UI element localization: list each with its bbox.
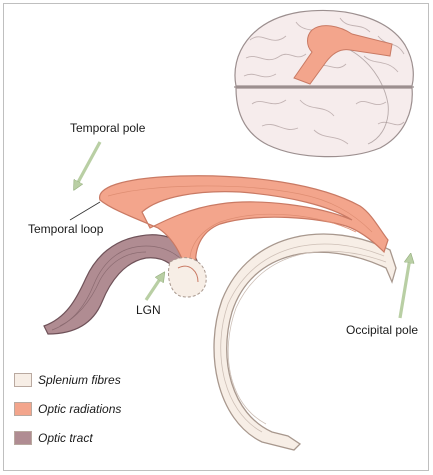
temporal-loop-label: Temporal loop <box>28 222 104 236</box>
brain-occipital-outline <box>349 49 389 145</box>
brain-right-hemisphere <box>235 87 413 158</box>
temporal-loop-leader <box>69 201 101 221</box>
brain-radiation-inset <box>293 25 393 85</box>
temporal-pole-label: Temporal pole <box>70 121 146 135</box>
occipital-pole-arrow <box>398 258 410 319</box>
lgn <box>167 257 207 298</box>
splenium-fibres <box>213 233 397 451</box>
legend-swatch-optic-tract <box>14 431 32 445</box>
occipital-pole-label: Occipital pole <box>346 323 419 337</box>
legend-label-optic-radiations: Optic radiations <box>38 402 122 416</box>
optic-tract-fibre-lines <box>51 245 191 331</box>
optic-radiation-fibre-lines <box>107 185 373 267</box>
temporal-pole-arrow <box>76 141 102 186</box>
brain-top-view <box>234 9 414 158</box>
legend-label-splenium: Splenium fibres <box>38 373 121 387</box>
optic-radiations <box>99 175 389 271</box>
lgn-arrow <box>144 276 162 301</box>
legend-item-optic-tract: Optic tract <box>14 428 93 448</box>
legend-label-optic-tract: Optic tract <box>38 431 93 445</box>
legend-swatch-optic-radiations <box>14 402 32 416</box>
splenium-fibre-lines <box>220 243 387 433</box>
legend-item-optic-radiations: Optic radiations <box>14 399 121 419</box>
lgn-label: LGN <box>136 303 161 317</box>
figure-frame <box>3 3 429 471</box>
legend-item-splenium: Splenium fibres <box>14 370 121 390</box>
legend-swatch-splenium <box>14 373 32 387</box>
